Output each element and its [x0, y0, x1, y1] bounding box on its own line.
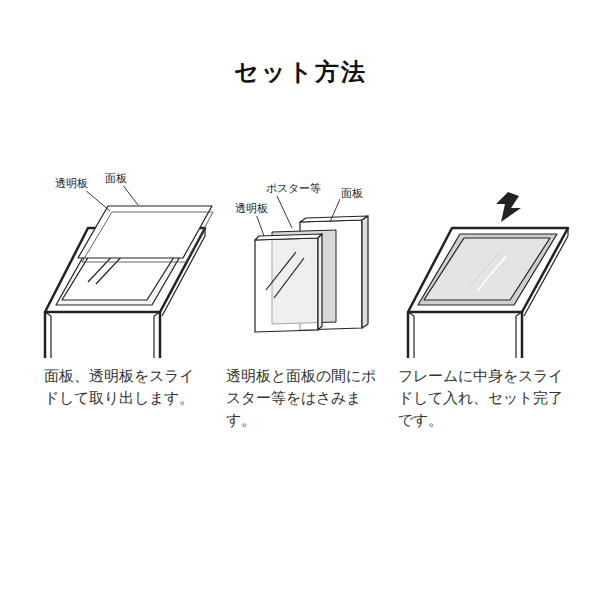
step-caption: 透明板と面板の間にポスター等をはさみます。 [226, 366, 388, 431]
exploded-sheets [255, 196, 368, 332]
frame-stand-1 [45, 184, 213, 358]
title: セット方法 [234, 56, 367, 88]
part-label: 透明板 [234, 201, 269, 216]
part-label: 透明板 [54, 176, 89, 191]
part-label: 面板 [104, 171, 128, 186]
frame-stand-2 [408, 192, 568, 358]
step-caption: フレームに中身をスライドして入れ、セット完了です。 [398, 366, 564, 431]
part-label: ポスター等 [265, 181, 322, 196]
part-label: 面板 [340, 186, 364, 201]
step-caption: 面板、透明板をスライドして取り出します。 [44, 366, 204, 410]
